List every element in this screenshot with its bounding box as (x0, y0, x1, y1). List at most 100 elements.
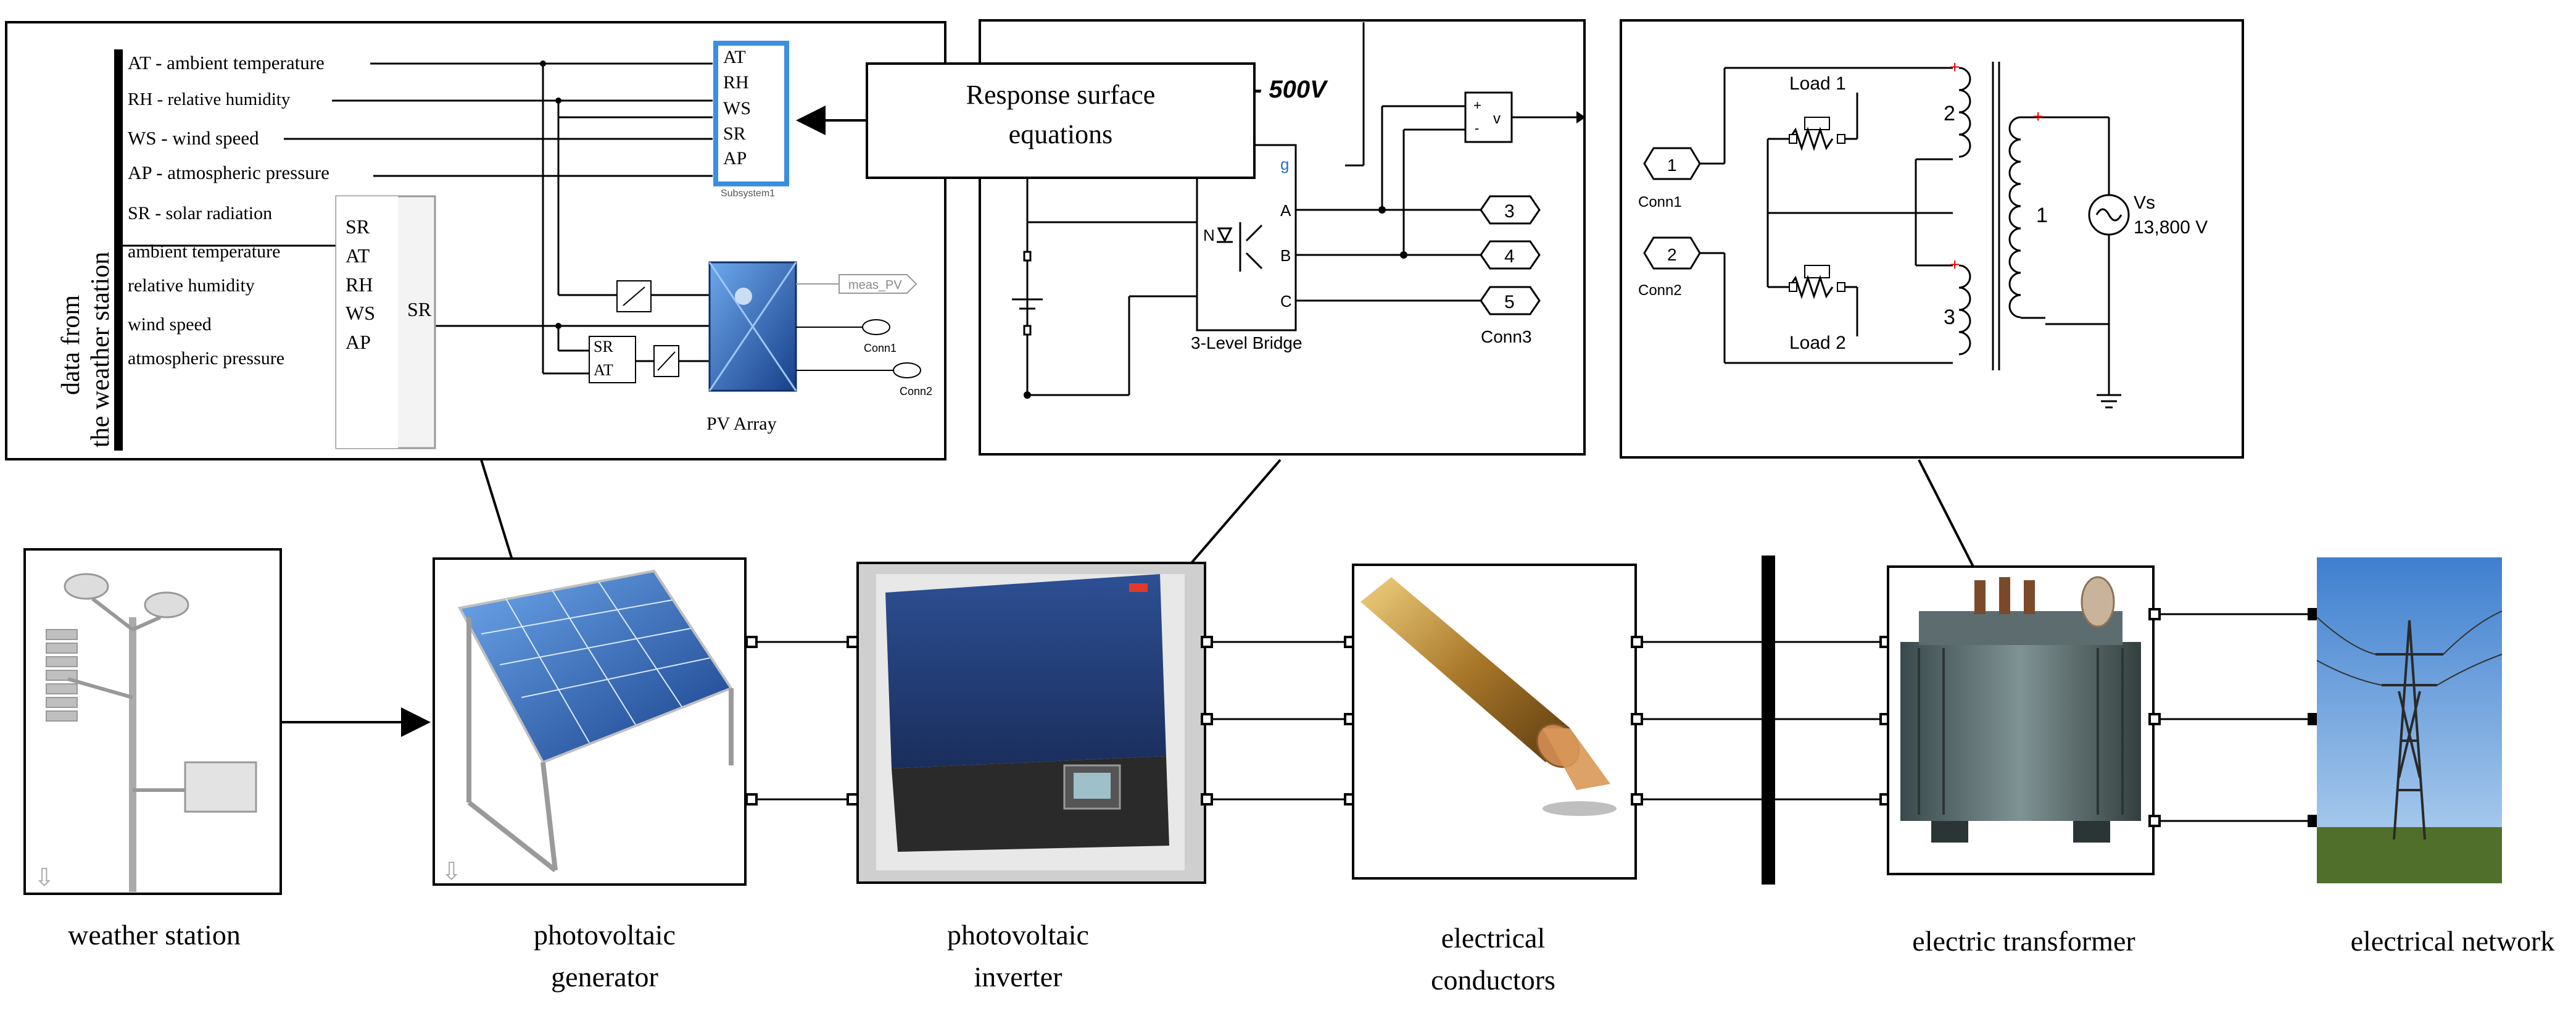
mux-block: SR AT (589, 336, 636, 383)
component-label: inverter (974, 961, 1062, 993)
svg-text:+: + (2033, 107, 2043, 126)
signal-lines (120, 62, 713, 375)
port-2 (1643, 236, 1701, 270)
component-label: photovoltaic (947, 919, 1089, 951)
signal-label: RH - relative humidity (128, 90, 291, 109)
svg-text:⇩: ⇩ (34, 864, 55, 891)
voltage-label: - 500V (1254, 76, 1328, 103)
signal-label: WS - wind speed (128, 127, 259, 149)
conn2-label: Conn2 (900, 385, 932, 398)
bridge-port-a: A (1280, 201, 1291, 220)
meas-tag (839, 274, 917, 294)
block-port: WS (346, 302, 375, 324)
component-label: electric transformer (1912, 925, 2135, 957)
input-label: ambient temperature (128, 241, 280, 262)
conn3-label: Conn3 (1481, 327, 1532, 346)
side-label-line2: the weather station (86, 252, 115, 448)
block-output: SR (407, 298, 432, 320)
output-port-label: 3 (1504, 201, 1515, 222)
svg-text:+: + (1950, 255, 1960, 274)
bridge-label: 3-Level Bridge (1191, 333, 1302, 352)
output-ports: 3 4 5 Conn3 (1480, 195, 1541, 346)
load-1: Load 1 (1788, 73, 1846, 151)
pv-to-inverter-links (745, 636, 859, 806)
bridge-port-n: N (1203, 226, 1215, 244)
response-surface-block: SR AT RH WS AP SR (335, 195, 436, 449)
subsystem-port: WS (723, 98, 751, 119)
component-label: weather station (68, 919, 241, 951)
callout-line2: equations (1009, 119, 1113, 149)
inverter-to-conductor-links (1201, 636, 1356, 806)
ac-source: Vs 13,800 V (2088, 193, 2208, 238)
transformer-image (1887, 565, 2155, 875)
bridge-port-g: g (1280, 155, 1289, 173)
busbar (1762, 556, 1775, 885)
subsystem-caption: Subsystem1 (721, 188, 775, 199)
component-label: photovoltaic (534, 919, 676, 951)
callout-line1: Response surface (966, 80, 1156, 110)
load-2: Load 2 (1788, 265, 1846, 353)
output-port-label: 4 (1504, 246, 1515, 267)
block-port: AT (346, 244, 370, 267)
load-label: Load 2 (1789, 333, 1846, 353)
svg-text:+: + (1473, 98, 1481, 113)
subsystem-block: AT RH WS SR AP Subsystem1 (713, 41, 789, 199)
signal-label: AP - atmospheric pressure (128, 162, 329, 183)
subsystem-port: RH (723, 72, 749, 93)
winding-label: 2 (1944, 102, 1955, 125)
component-label: electrical network (2351, 925, 2555, 957)
pv-array-block: PV Array (706, 261, 797, 434)
signal-label: AT - ambient temperature (128, 52, 325, 73)
mux-port: SR (594, 338, 613, 356)
input-label: atmospheric pressure (128, 348, 284, 369)
load-label: Load 1 (1789, 73, 1846, 94)
conductor-image (1352, 564, 1637, 880)
voltmeter-block: + - v (1464, 91, 1513, 143)
winding-label: 3 (1944, 306, 1955, 329)
input-label: SR - solar radiation (128, 203, 272, 223)
pv-generator-image: ⇩ (433, 557, 747, 886)
meas-label: meas_PV (848, 278, 902, 292)
power-grid-image (2316, 557, 2503, 883)
conductor-to-transformer-links (1631, 556, 1892, 885)
port-label: 1 (1667, 156, 1677, 175)
conn2-port (893, 362, 921, 378)
port-label: 2 (1667, 245, 1677, 264)
pv-array-label: PV Array (706, 414, 777, 434)
response-surface-callout: Response surface equations (796, 62, 1256, 179)
component-labels: weather station photovoltaic generator phot… (68, 919, 2554, 996)
inverter-image (856, 562, 1206, 884)
source-label: Vs (2134, 193, 2155, 213)
dc-source (1012, 251, 1043, 336)
block-port: RH (346, 273, 373, 296)
winding-label: 1 (2036, 204, 2048, 227)
component-label: conductors (1431, 964, 1555, 996)
input-label: wind speed (128, 314, 212, 335)
svg-text:⇩: ⇩ (441, 858, 462, 885)
svg-text:+: + (1950, 57, 1960, 77)
meter-label: v (1493, 110, 1501, 127)
port-1 (1643, 147, 1701, 180)
conn-label: Conn2 (1638, 282, 1682, 299)
component-label: electrical (1441, 922, 1546, 954)
bridge-port-c: C (1280, 292, 1292, 310)
weather-model-panel: data from the weather station AT - amb (5, 21, 946, 460)
transformer-windings (1958, 62, 2045, 370)
component-label: generator (551, 961, 658, 993)
conn1-label: Conn1 (864, 342, 897, 354)
subsystem-port: SR (723, 123, 746, 144)
side-label-line1: data from (57, 295, 85, 395)
block-port: SR (346, 215, 370, 238)
bridge-port-b: B (1280, 246, 1291, 265)
ground-icon (2097, 394, 2121, 409)
conn1-port (862, 319, 890, 335)
source-value: 13,800 V (2134, 217, 2208, 238)
transformer-model-panel: 1 Conn1 2 Conn2 Load 1 Load 2 (1620, 19, 2244, 459)
mux-port: AT (594, 361, 613, 379)
subsystem-port: AP (723, 148, 747, 169)
subsystem-port: AT (723, 47, 746, 67)
bus-bar-left (114, 49, 123, 451)
weather-station-image: ⇩ (23, 548, 282, 895)
